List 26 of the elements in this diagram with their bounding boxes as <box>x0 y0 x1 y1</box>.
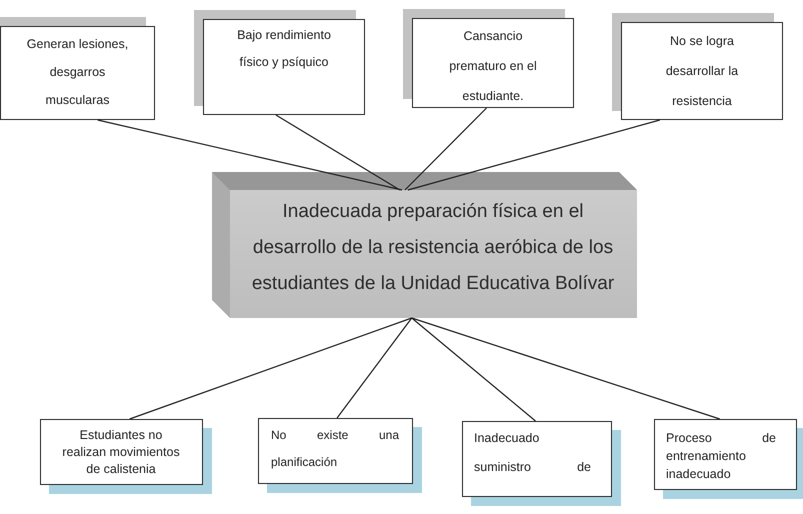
connector-line <box>411 318 536 422</box>
problem-box-3d <box>212 172 637 318</box>
effect-text: Bajo rendimiento físico y psíquico <box>236 27 332 71</box>
connector-line <box>408 119 660 191</box>
effect-text: No se logra desarrollar la resistencia <box>664 33 740 110</box>
effect-box <box>412 18 574 108</box>
cause-box <box>462 421 612 497</box>
connector-line <box>129 317 412 420</box>
effect-text: Cansancio prematuro en el estudiante. <box>448 28 538 105</box>
problem-text: Inadecuada preparación física en el desarrollo de la resistencia aeróbica de los estudiantes de la Unidad Educativa Bolívar <box>250 200 616 296</box>
cause-text: Inadecuado suministro de <box>474 430 591 476</box>
connector-line <box>336 318 412 418</box>
cause-box <box>654 419 797 490</box>
connector-line <box>404 108 487 190</box>
cause-box <box>258 418 413 484</box>
connector-line <box>98 119 402 191</box>
effect-box <box>0 26 155 120</box>
cause-text: Estudiantes no realizan movimientos de calistenia <box>61 427 181 478</box>
effect-box <box>203 19 365 115</box>
cause-box <box>40 419 203 485</box>
cause-text: No existe una planificación <box>271 427 399 471</box>
effect-text: Generan lesiones, desgarros muscularas <box>26 36 130 109</box>
connector-line <box>276 114 400 191</box>
effect-box <box>621 22 783 120</box>
cause-text: Proceso de entrenamiento inadecuado <box>666 430 776 483</box>
connector-line <box>412 317 720 420</box>
